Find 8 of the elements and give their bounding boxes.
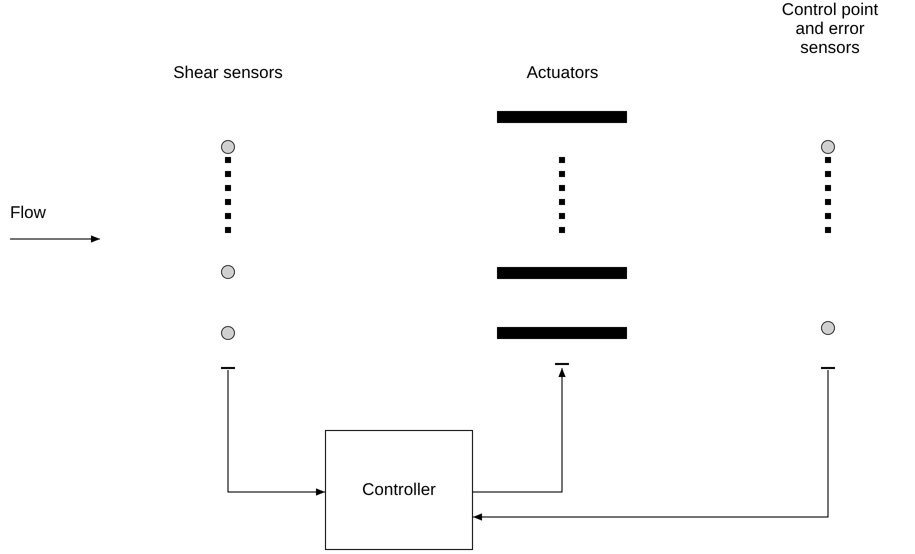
column-heading: Shear sensors: [173, 63, 283, 82]
flow-label: Flow: [10, 203, 46, 223]
connector-arrow: [472, 368, 566, 492]
column-heading: Actuators: [526, 63, 598, 82]
connector-arrow: [228, 370, 326, 496]
connector-arrow: [472, 370, 828, 521]
controller-box: Controller: [325, 430, 473, 550]
column-heading: Control point and error sensors: [780, 0, 880, 57]
